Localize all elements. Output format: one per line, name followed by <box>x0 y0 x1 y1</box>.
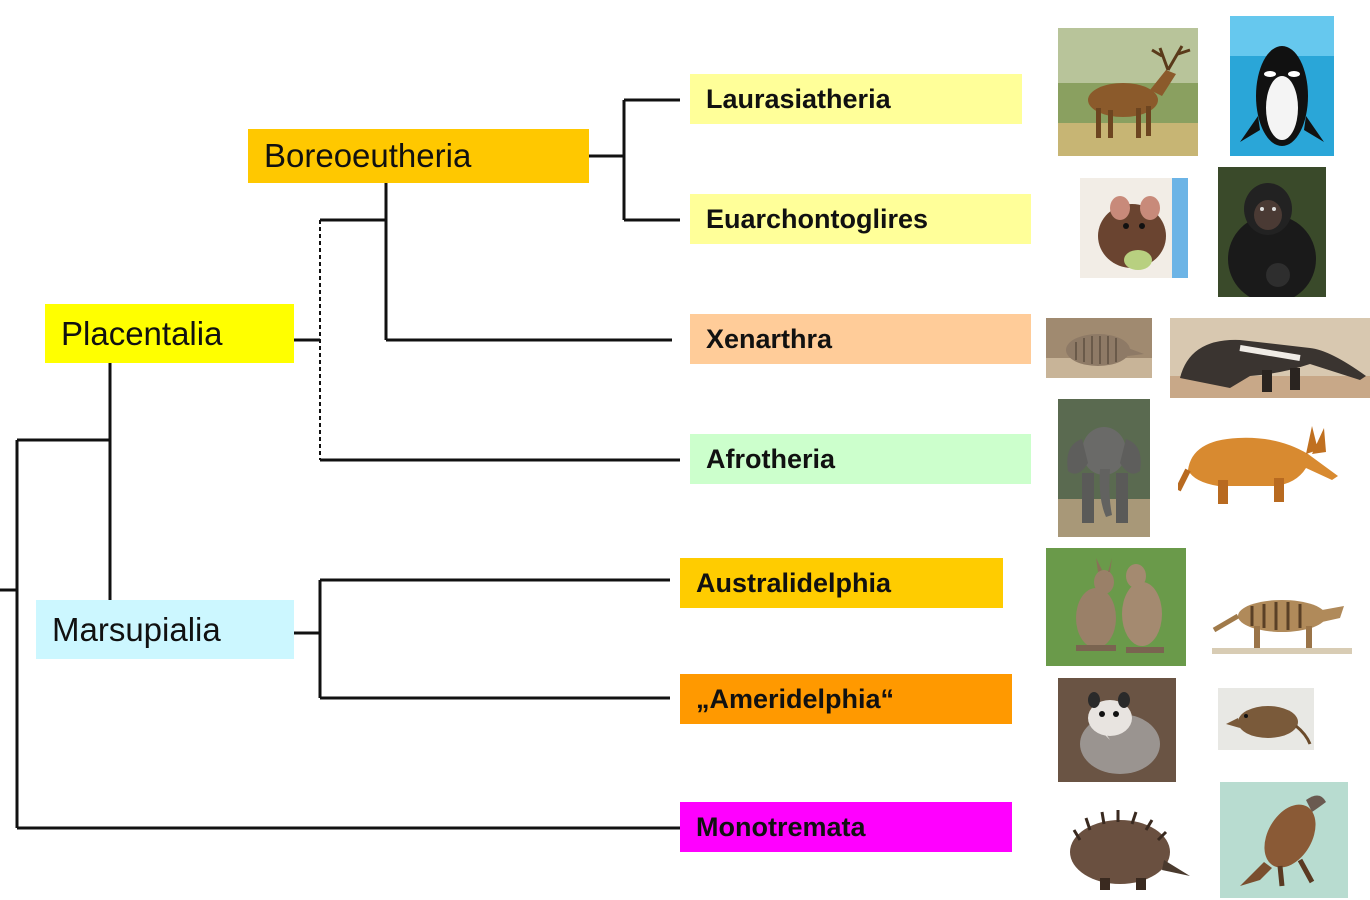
node-label-boreoeutheria: Boreoeutheria <box>264 137 471 175</box>
taxon-afrotheria: Afrotheria <box>690 434 1031 484</box>
node-marsupialia: Marsupialia <box>36 600 294 659</box>
taxon-label: Xenarthra <box>706 324 832 355</box>
taxon-ameridelphia: „Ameridelphia“ <box>680 674 1012 724</box>
taxon-label: Euarchontoglires <box>706 204 928 235</box>
node-boreoeutheria: Boreoeutheria <box>248 129 589 183</box>
rat-photo <box>1080 178 1188 278</box>
taxon-australidelphia: Australidelphia <box>680 558 1003 608</box>
node-label-placentalia: Placentalia <box>61 315 222 353</box>
taxon-label: Afrotheria <box>706 444 835 475</box>
taxon-label: Australidelphia <box>696 568 891 599</box>
bonobo-photo <box>1218 167 1326 297</box>
armadillo-photo <box>1046 318 1152 378</box>
node-placentalia: Placentalia <box>45 304 294 363</box>
aardvark-illustration <box>1178 420 1346 512</box>
node-label-marsupialia: Marsupialia <box>52 611 221 649</box>
taxon-label: Monotremata <box>696 812 866 843</box>
taxon-euarchontoglires: Euarchontoglires <box>690 194 1031 244</box>
taxon-monotremata: Monotremata <box>680 802 1012 852</box>
red-deer-photo <box>1058 28 1198 156</box>
echidna-illustration <box>1060 800 1194 896</box>
orca-photo <box>1230 16 1334 156</box>
taxon-label: Laurasiatheria <box>706 84 891 115</box>
platypus-illustration <box>1220 782 1348 898</box>
elephant-photo <box>1058 399 1150 537</box>
giant-anteater-photo <box>1170 318 1370 398</box>
opossum-photo <box>1058 678 1176 782</box>
taxon-laurasiatheria: Laurasiatheria <box>690 74 1022 124</box>
kangaroo-photo <box>1046 548 1186 666</box>
shrew-opossum-illustration <box>1218 688 1314 750</box>
taxon-xenarthra: Xenarthra <box>690 314 1031 364</box>
thylacine-illustration <box>1210 570 1356 662</box>
taxon-label: „Ameridelphia“ <box>696 684 894 715</box>
